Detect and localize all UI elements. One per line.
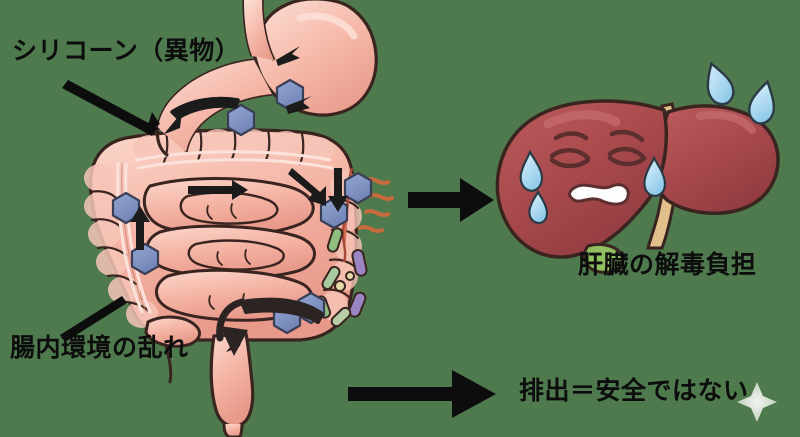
sweat-drop-icon — [706, 61, 776, 125]
label-silicone: シリコーン（異物） — [12, 36, 241, 65]
rectum-illustration — [209, 332, 255, 437]
distressed-liver-illustration — [495, 61, 780, 274]
bacteria-rod-icon — [314, 227, 368, 328]
sweat-drop-icon — [519, 149, 667, 225]
label-excretion: 排出＝安全ではない — [519, 376, 749, 405]
arrow-to-excretion[interactable] — [348, 370, 496, 418]
pointer-line-icon — [60, 80, 160, 342]
label-gut-disruption: 腸内環境の乱れ — [10, 333, 189, 362]
digestive-tract-illustration — [84, 0, 394, 437]
sparkle-icon — [737, 382, 777, 422]
label-liver-burden: 肝臓の解毒負担 — [578, 250, 757, 279]
arrow-to-liver[interactable] — [408, 178, 494, 222]
flow-arrow-icon — [130, 46, 348, 356]
